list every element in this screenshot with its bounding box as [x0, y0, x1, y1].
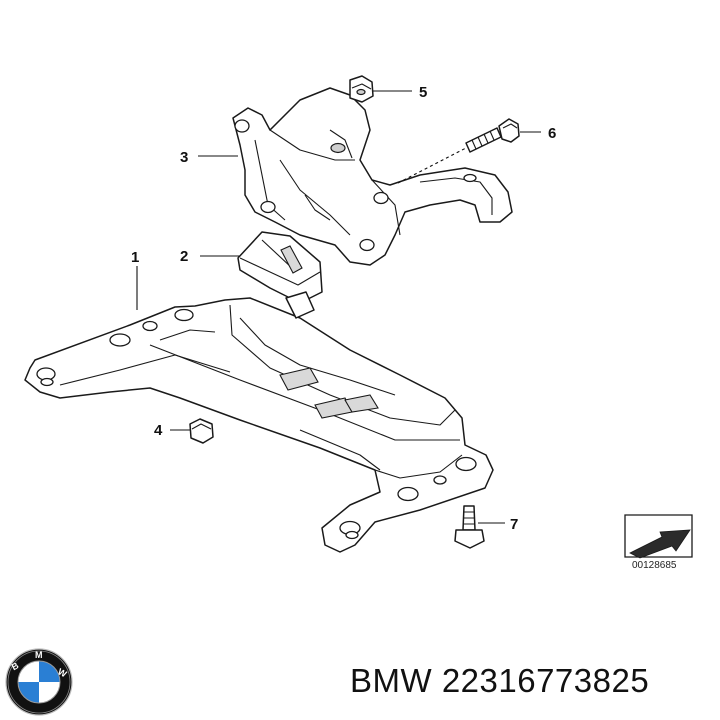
direction-arrow-icon: [629, 529, 691, 559]
callout-5: 5: [373, 84, 427, 101]
callout-6: 6: [397, 125, 556, 184]
callout-label-3: 3: [180, 149, 188, 166]
callout-label-6: 6: [548, 125, 556, 142]
svg-text:M: M: [35, 650, 43, 660]
callout-1: 1: [131, 249, 139, 310]
callout-7: 7: [478, 516, 518, 533]
callout-label-1: 1: [131, 249, 139, 266]
callout-label-4: 4: [154, 422, 163, 439]
bmw-logo: B M W: [5, 648, 73, 716]
nut-part: [349, 75, 374, 103]
callout-label-2: 2: [180, 248, 188, 265]
svg-text:B: B: [10, 660, 21, 672]
direction-badge: 00128685: [624, 514, 693, 571]
support-bracket-part: [232, 87, 513, 266]
reference-code: 00128685: [632, 560, 677, 571]
callout-label-7: 7: [510, 516, 518, 533]
crossmember-part: [24, 297, 494, 553]
bolt-part: [465, 118, 520, 153]
rubber-mount-part: [237, 231, 323, 319]
nut-part-4: [189, 418, 214, 444]
callout-3: 3: [180, 149, 238, 166]
callout-2: 2: [180, 248, 240, 265]
callout-label-5: 5: [419, 84, 427, 101]
part-number-caption: BMW 22316773825: [350, 662, 650, 699]
bolt-part-7: [454, 505, 485, 549]
callout-4: 4: [154, 422, 190, 439]
